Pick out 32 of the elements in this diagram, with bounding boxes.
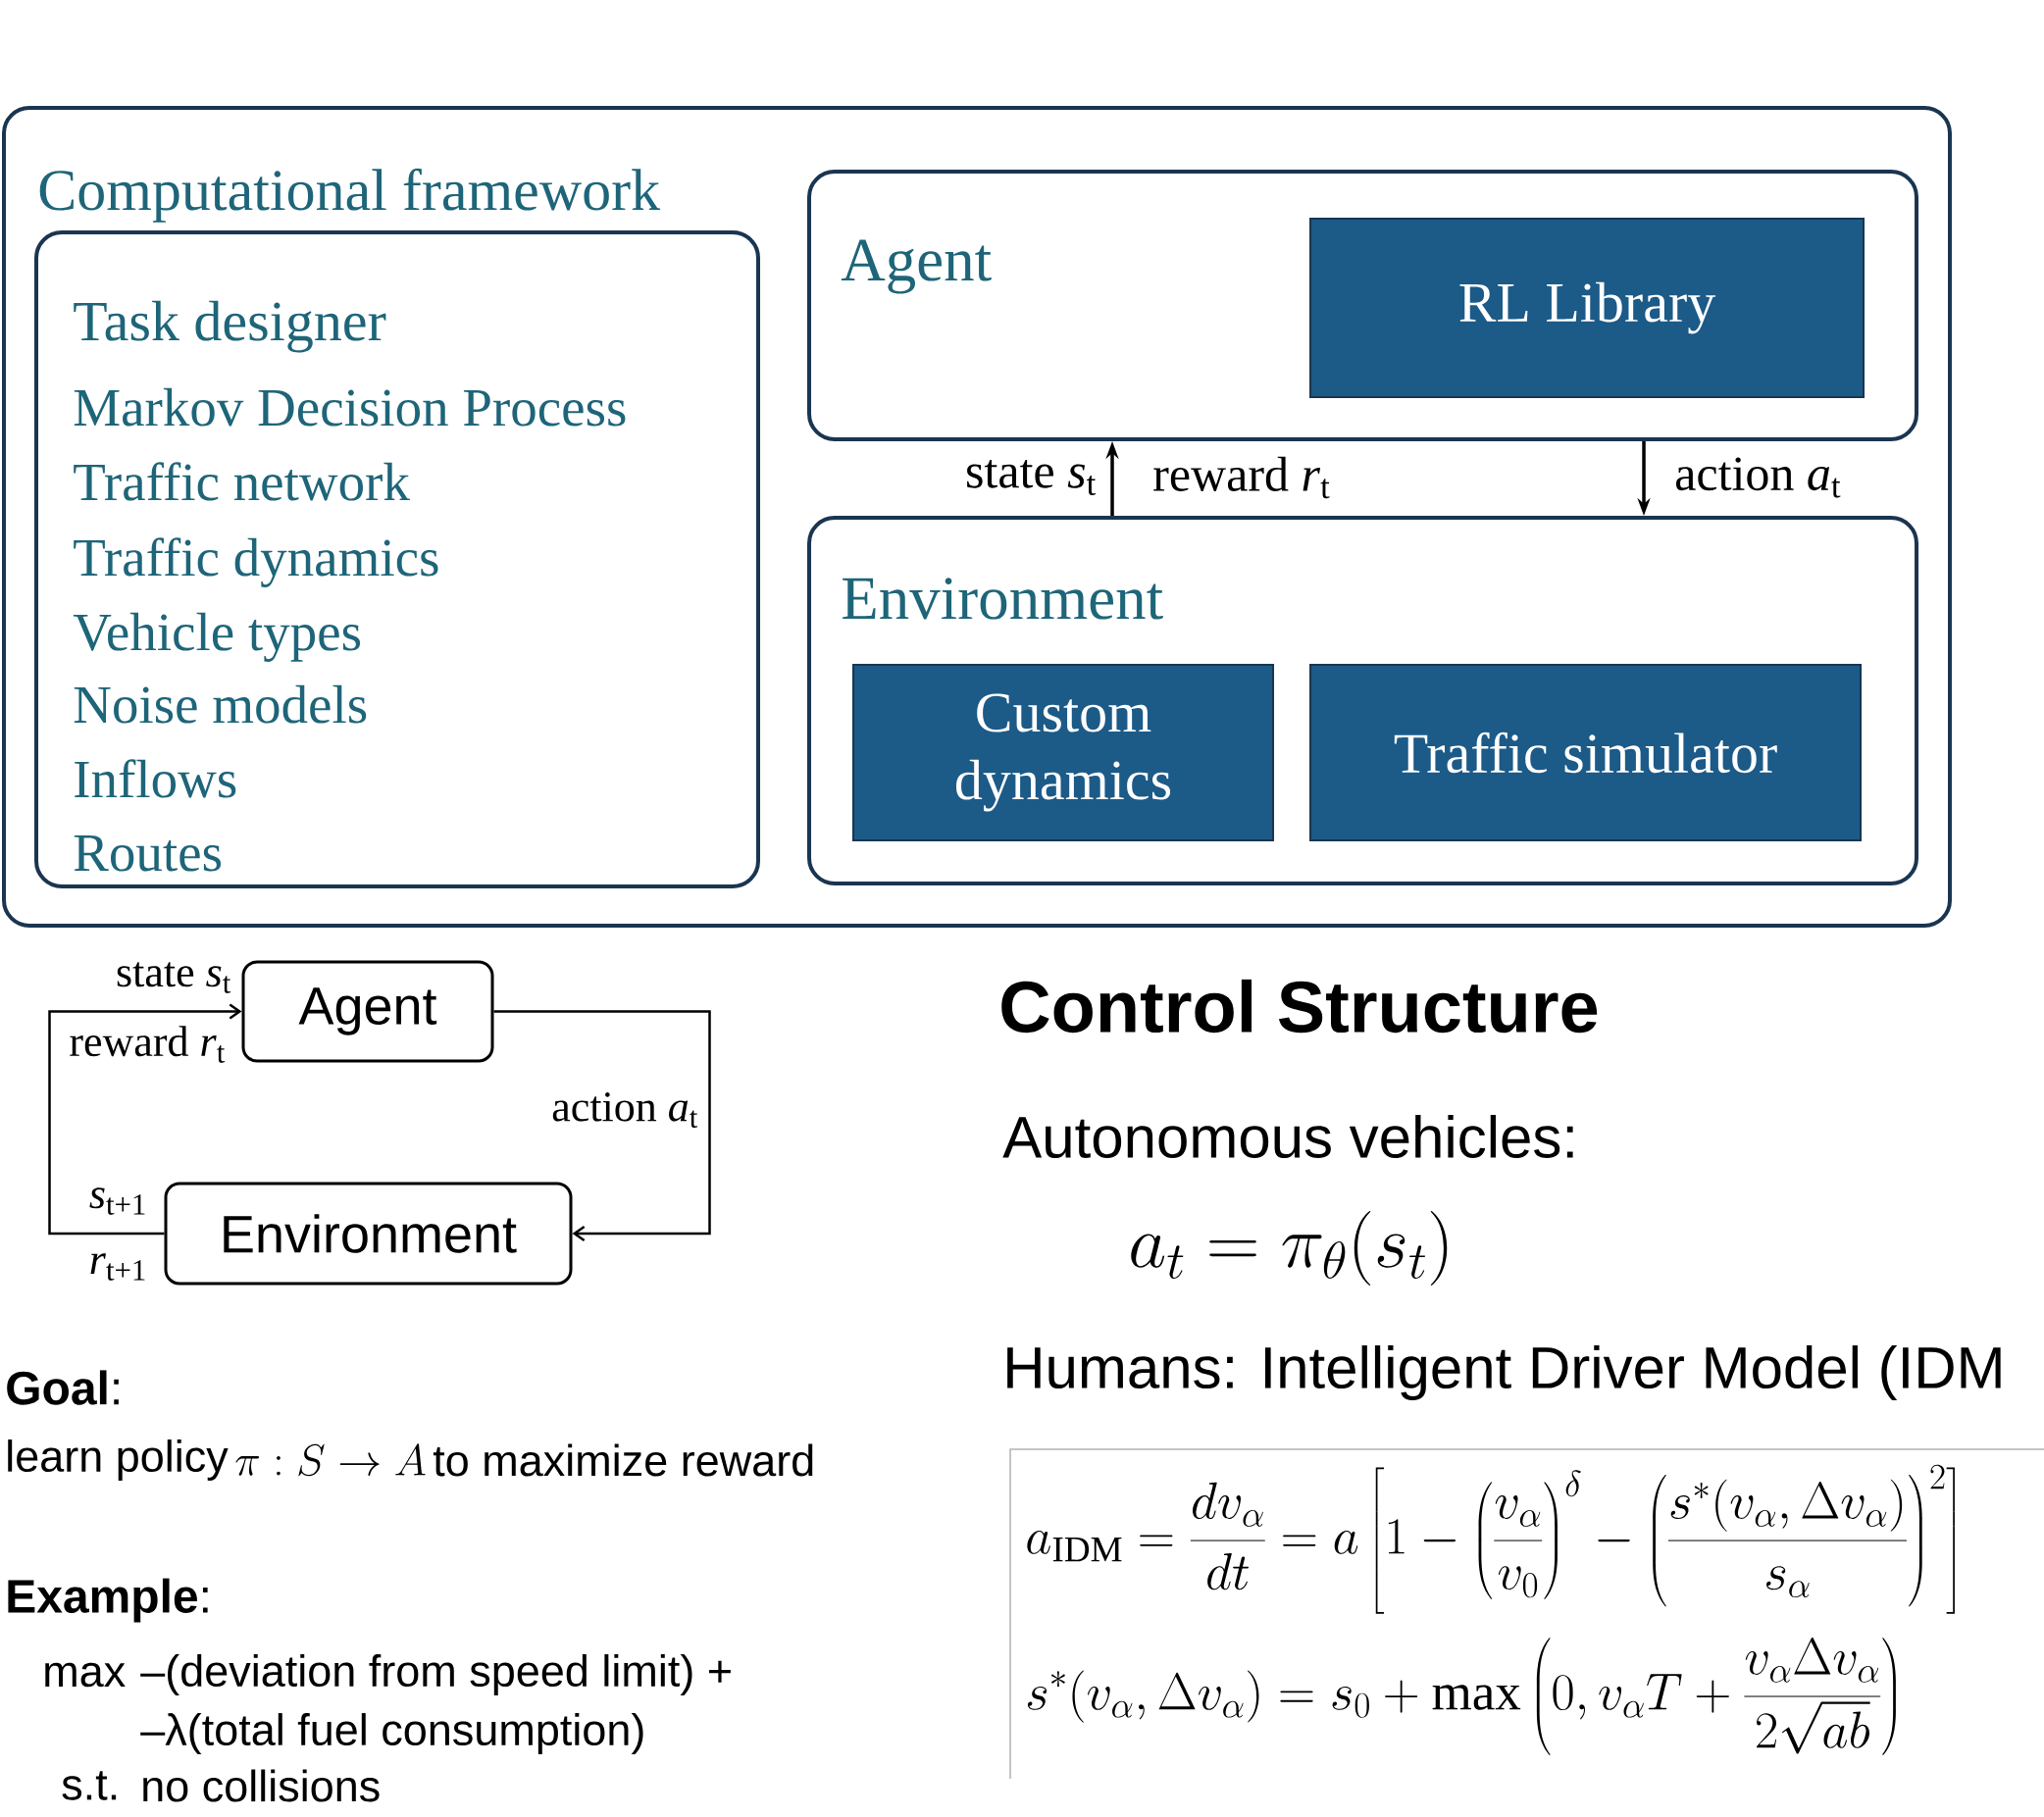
formula: $a_{\mathrm{IDM}} = \frac{dv_\alpha}{dt} = a\left[1-\left(\frac{v_\alpha}{v_0}\right)^{\delta}-\left(\frac{s^*(v_\alpha,\Delta v_\alpha)}{s_\alpha}\right)^2\right]$	[1027, 1464, 1955, 1614]
subheading: Humans: Intelligent Driver Model (IDM	[1007, 1345, 2001, 1400]
signal-label: reward r$_{t}$	[70, 1026, 226, 1063]
formula: $a_t = \pi_\theta(s_t)$	[1131, 1211, 1448, 1286]
arrow	[48, 1003, 242, 1236]
heading: Example:	[8, 1578, 208, 1623]
library-box: RL Library	[1309, 218, 1865, 398]
agent-box: Agent	[241, 960, 494, 1063]
dynamics-box: Custom dynamics	[852, 664, 1274, 841]
edge-label: state s$_{t}$	[963, 458, 1099, 497]
heading: Goal:	[7, 1370, 119, 1405]
text-line: to maximize reward	[433, 1443, 813, 1477]
edge-label: state s$_{t}$	[114, 960, 233, 995]
formula: $s^*(v_\alpha,\Delta v_\alpha) = s_0 + \max\left(0, v_\alpha T + \frac{v_\alpha\Delta v_\alpha}{2\sqrt{ab}}\right)$	[1027, 1637, 1896, 1755]
text-line: –(deviation from speed limit) +	[140, 1654, 731, 1695]
task-designer-box: Task designer Markov Decision Process Traffic network Traffic dynamics Vehicle types Noise models Inflows Routes	[34, 230, 760, 888]
formula: $\pi : S \rightarrow A$	[235, 1443, 426, 1477]
signal-label: s$_{t+1}$	[89, 1187, 145, 1215]
arrow	[493, 1010, 711, 1242]
signal-label: r$_{t+1}$	[90, 1253, 145, 1281]
text-line: no collisions	[143, 1769, 380, 1802]
text-line: s.t.	[62, 1771, 117, 1800]
signal-label: reward r$_{t}$	[1153, 456, 1330, 499]
subheading: Autonomous vehicles:	[1002, 1115, 1573, 1159]
text-line: learn policy	[8, 1439, 229, 1481]
heading: Control Structure	[1001, 979, 1598, 1034]
edge-label: action a$_{t}$	[549, 1090, 700, 1131]
text-line: –λ(total fuel consumption)	[140, 1713, 643, 1754]
environment-box: Environment	[164, 1182, 573, 1286]
edge-label: action a$_{t}$	[1672, 455, 1844, 500]
simulator-box: Traffic simulator	[1309, 664, 1863, 841]
text-line: max	[45, 1662, 126, 1688]
